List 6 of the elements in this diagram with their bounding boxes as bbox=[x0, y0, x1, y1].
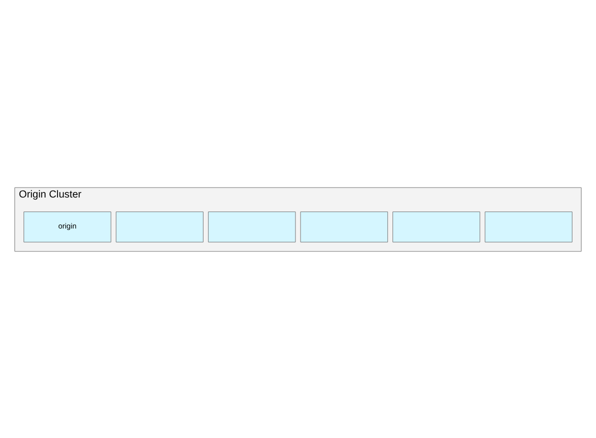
node-box bbox=[484, 211, 572, 242]
node-box: origin bbox=[24, 211, 112, 242]
node-box bbox=[300, 211, 388, 242]
node-box bbox=[392, 211, 480, 242]
node-box bbox=[116, 211, 204, 242]
node-box bbox=[208, 211, 296, 242]
